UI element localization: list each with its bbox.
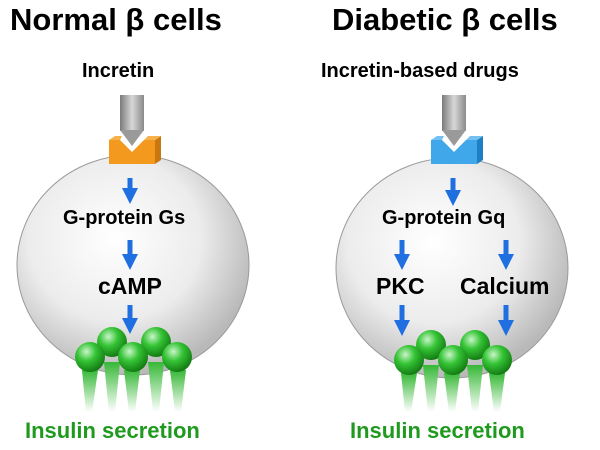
normal-granules — [75, 327, 192, 372]
normal-panel-art — [16, 95, 250, 412]
normal-messenger-label: cAMP — [98, 273, 162, 299]
insulin-granule — [118, 342, 148, 372]
insulin-granule — [162, 342, 192, 372]
insulin-granule — [394, 345, 424, 375]
insulin-granule — [141, 327, 171, 357]
insulin-granule — [438, 345, 468, 375]
insulin-granule — [460, 330, 490, 360]
incretin-ligand-icon — [120, 95, 144, 146]
diabetic-calcium-label: Calcium — [460, 273, 550, 299]
insulin-granule — [416, 330, 446, 360]
diabetic-protein-label: G-protein Gq — [382, 207, 506, 229]
normal-ligand-label: Incretin — [82, 60, 155, 82]
normal-panel-title: Normal β cells — [10, 2, 222, 37]
insulin-granule — [97, 327, 127, 357]
diabetic-pkc-label: PKC — [376, 273, 425, 299]
diabetic-arrows — [393, 178, 515, 337]
diabetic-receptor-icon — [431, 136, 483, 164]
diabetic-output-label: Insulin secretion — [350, 418, 525, 443]
insulin-granule — [75, 342, 105, 372]
normal-output-label: Insulin secretion — [25, 418, 200, 443]
normal-protein-label: G-protein Gs — [63, 207, 186, 229]
normal-secretion-stems — [82, 362, 186, 412]
diabetic-secretion-stems — [401, 365, 505, 412]
normal-receptor-icon — [109, 136, 161, 164]
insulin-granule — [482, 345, 512, 375]
diabetic-granules — [394, 330, 512, 375]
diabetic-panel-art — [335, 95, 569, 412]
diabetic-ligand-label: Incretin-based drugs — [321, 60, 519, 82]
drug-ligand-icon — [442, 95, 466, 146]
diabetic-panel-title: Diabetic β cells — [332, 2, 558, 37]
